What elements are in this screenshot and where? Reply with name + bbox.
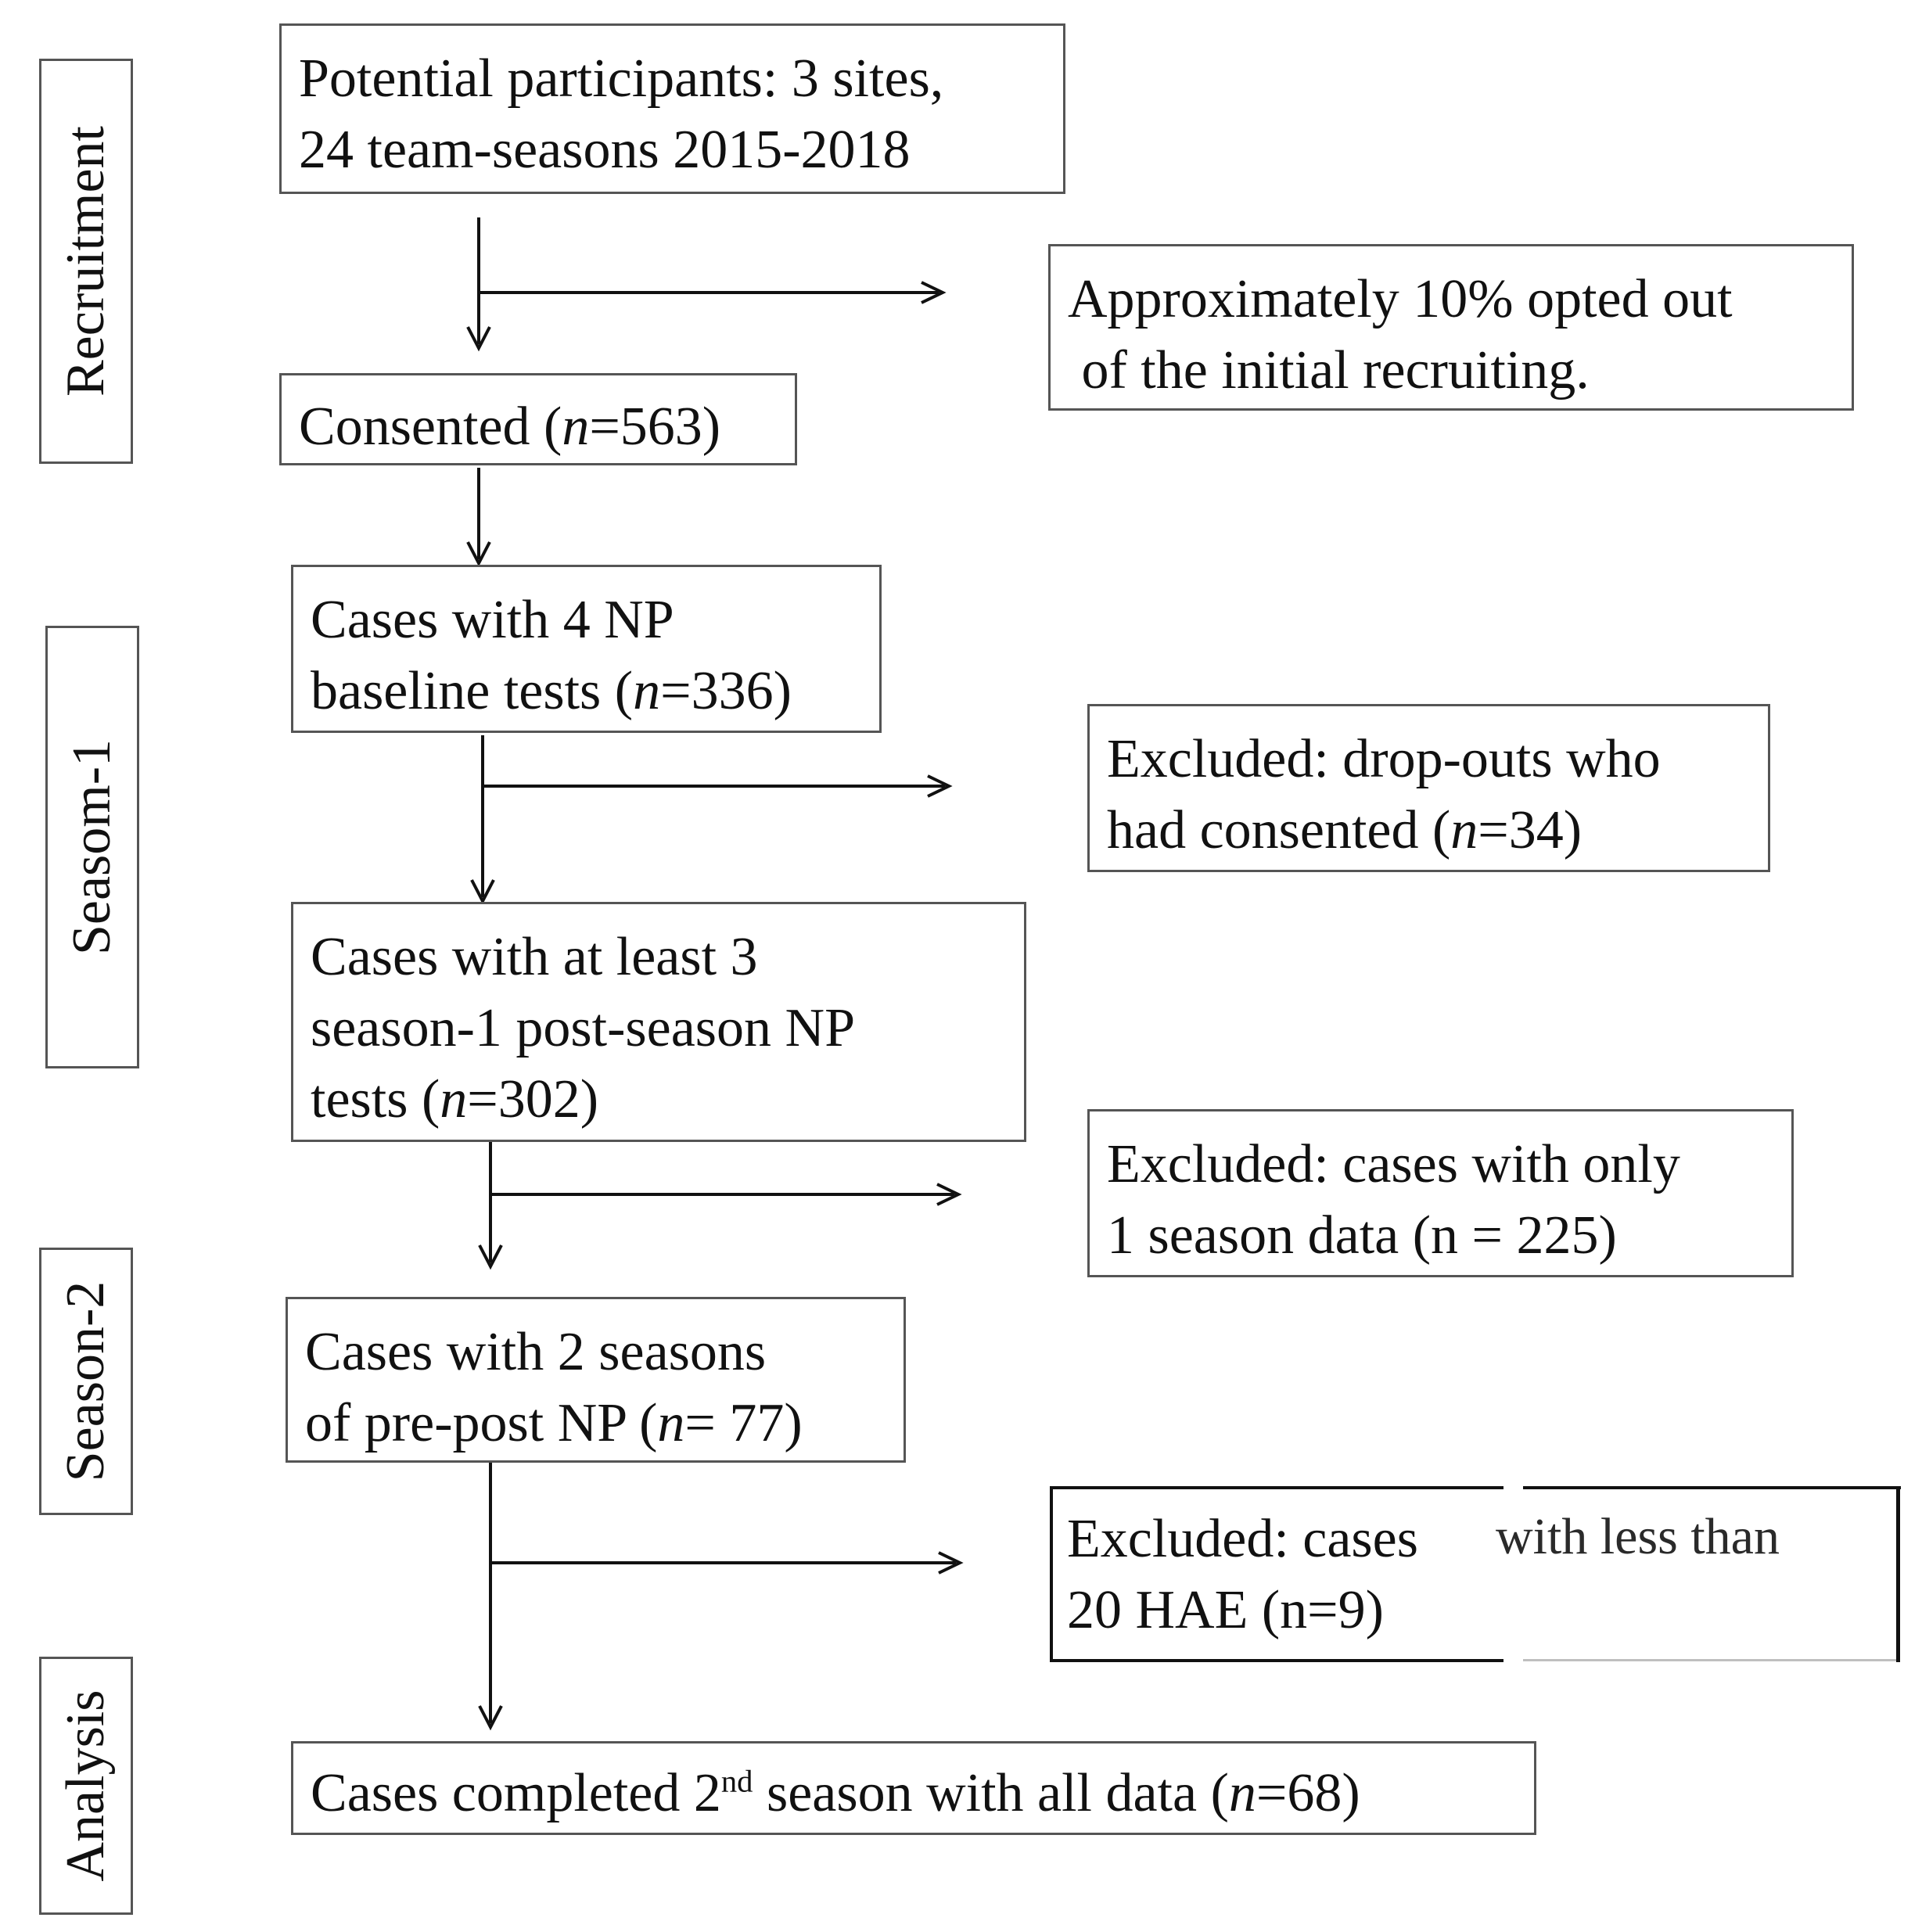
stage-recruitment: Recruitment [39, 59, 133, 464]
postseason-line1: Cases with at least 3 [311, 927, 758, 987]
stage-season2: Season-2 [39, 1248, 133, 1515]
box-opted-out: Approximately 10% opted out of the initi… [1048, 244, 1854, 411]
arrowhead-down-2 [466, 541, 491, 567]
two-seasons-line1: Cases with 2 seasons [305, 1322, 767, 1382]
consented-text: Consented (n=563) [299, 397, 721, 457]
two-seasons-line2: of pre-post NP (n= 77) [305, 1393, 803, 1453]
postseason-line2: season-1 post-season NP [311, 998, 856, 1058]
arrowhead-down-3 [470, 879, 495, 905]
opted-out-line2: of the initial recruiting. [1068, 340, 1590, 400]
stage-season1: Seasom-1 [45, 626, 139, 1068]
potential-line1: Potential participants: 3 sites, [299, 48, 944, 109]
box-potential-participants: Potential participants: 3 sites, 24 team… [279, 23, 1065, 194]
border-right [1896, 1486, 1900, 1662]
border-bottom-left [1050, 1659, 1503, 1662]
arrowhead-right-4 [936, 1183, 962, 1206]
one-season-line1: Excluded: cases with only [1107, 1134, 1680, 1194]
border-bottom-right [1523, 1659, 1896, 1661]
one-season-line2: 1 season data (n = 225) [1107, 1205, 1617, 1266]
dropouts-line1: Excluded: drop-outs who [1107, 729, 1661, 789]
postseason-line3: tests (n=302) [311, 1069, 599, 1129]
completed-text: Cases completed 2nd season with all data… [311, 1763, 1360, 1823]
box-consented: Consented (n=563) [279, 373, 797, 465]
arrowhead-right-5 [938, 1551, 964, 1575]
dropouts-line2: had consented (n=34) [1107, 800, 1583, 860]
border-left [1050, 1486, 1053, 1662]
opted-out-line1: Approximately 10% opted out [1068, 269, 1733, 329]
box-completed: Cases completed 2nd season with all data… [291, 1741, 1536, 1835]
potential-line2: 24 team-seasons 2015-2018 [299, 120, 911, 180]
box-one-season: Excluded: cases with only 1 season data … [1087, 1109, 1794, 1277]
baseline-line2: baseline tests (n=336) [311, 661, 792, 721]
arrowhead-right-1 [921, 281, 947, 304]
box-postseason-tests: Cases with at least 3 season-1 post-seas… [291, 902, 1026, 1142]
less-hae-line2: 20 HAE (n=9) [1067, 1580, 1384, 1640]
box-dropouts: Excluded: drop-outs who had consented (n… [1087, 704, 1770, 872]
baseline-line1: Cases with 4 NP [311, 590, 674, 650]
arrowhead-right-3 [927, 774, 953, 798]
arrowhead-down-1 [466, 326, 491, 352]
box-two-seasons: Cases with 2 seasons of pre-post NP (n= … [286, 1297, 906, 1463]
box-baseline-tests: Cases with 4 NP baseline tests (n=336) [291, 565, 882, 733]
border-top-right [1523, 1486, 1901, 1489]
stage-analysis: Analysis [39, 1657, 133, 1915]
arrowhead-down-4 [478, 1244, 503, 1270]
arrowhead-down-5 [478, 1705, 503, 1731]
border-top-left [1050, 1486, 1503, 1489]
